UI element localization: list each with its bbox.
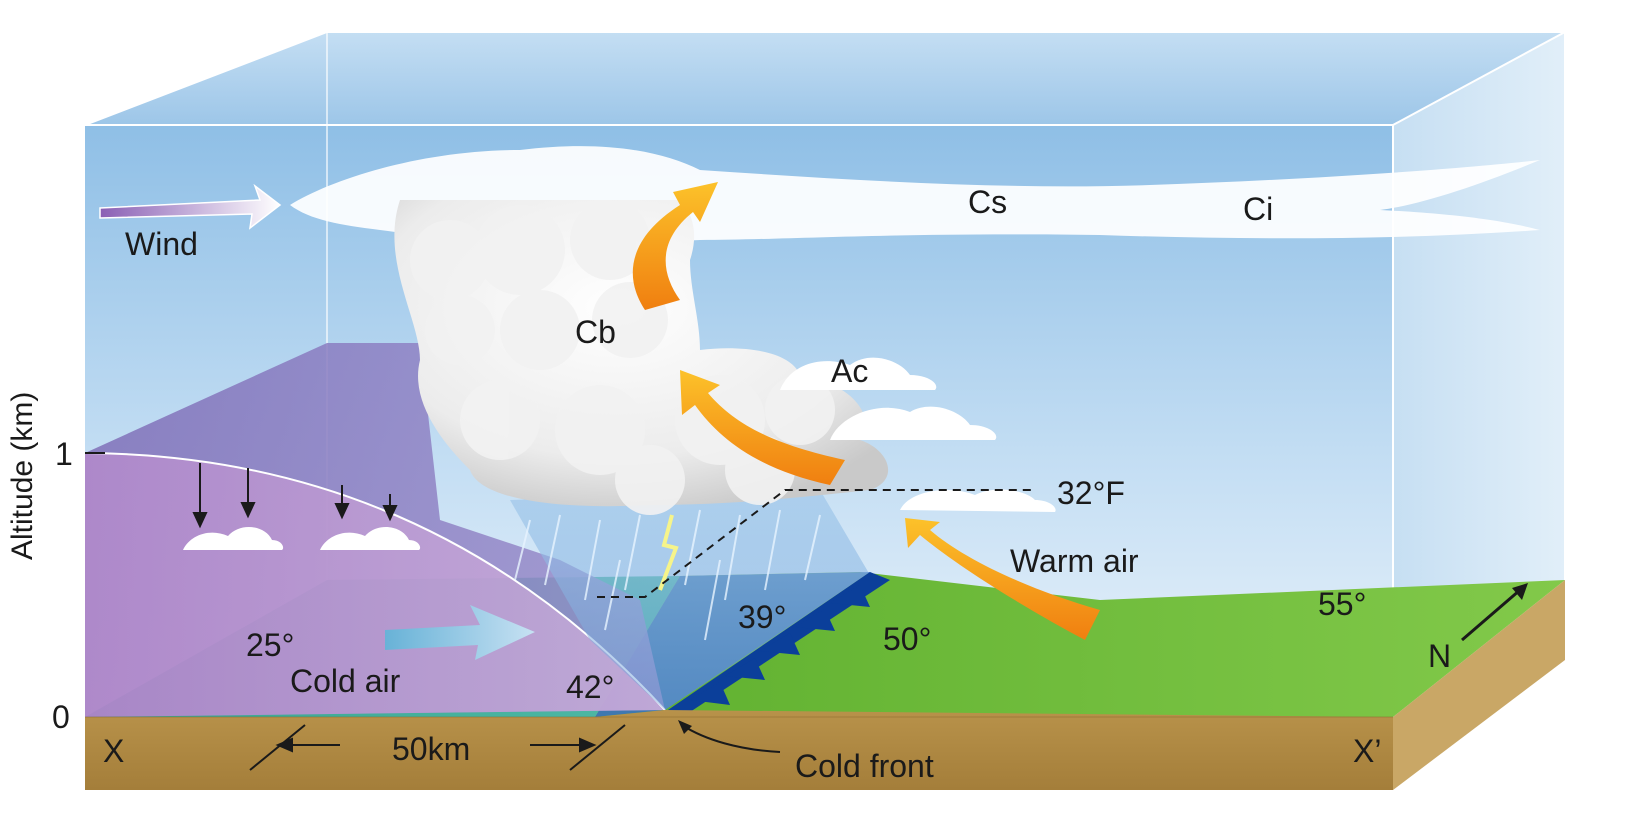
altitude-tick-1-label: 1: [55, 436, 73, 472]
freezing-level-label: 32°F: [1057, 475, 1125, 511]
soil-right-face: [1393, 580, 1565, 790]
north-arrow: [1461, 583, 1528, 642]
temp-39-label: 39°: [738, 599, 786, 635]
distance-label: 50km: [392, 731, 470, 767]
sinking-air-arrows: [192, 463, 398, 529]
x-right-label: X’: [1353, 733, 1381, 769]
cold-air-label: Cold air: [290, 663, 401, 699]
altitude-tick-0-label: 0: [52, 699, 70, 735]
temp-55-label: 55°: [1318, 586, 1366, 622]
ac-label: Ac: [831, 353, 868, 389]
cold-air-mass-wedge: [85, 453, 665, 717]
north-label: N: [1428, 638, 1451, 674]
cold-front-symbol: [665, 572, 890, 712]
distance-markers: [249, 724, 626, 771]
cold-front-pointer-head: [678, 720, 692, 734]
box-top-face: [85, 32, 1565, 125]
warm-air-arrows: [632, 182, 1100, 640]
soil-front-face: [85, 710, 1393, 790]
small-clouds: [183, 526, 421, 550]
cb-label: Cb: [575, 314, 616, 350]
cold-front-pointer: [681, 724, 781, 753]
cold-front-label: Cold front: [795, 748, 934, 784]
temp-42-label: 42°: [566, 669, 614, 705]
warm-air-label: Warm air: [1010, 543, 1139, 579]
rain-streaks: [514, 509, 821, 641]
cs-label: Cs: [968, 184, 1007, 220]
wind-arrow: [99, 183, 282, 230]
temp-50-label: 50°: [883, 621, 931, 657]
altitude-axis-title: Altitude (km): [6, 392, 39, 560]
altocumulus-clouds: [780, 357, 1056, 512]
wind-label: Wind: [125, 226, 198, 262]
ci-label: Ci: [1243, 191, 1273, 227]
rain-shaft: [510, 490, 870, 710]
x-left-label: X: [103, 733, 124, 769]
box-right-face: [1393, 32, 1565, 640]
temp-25-label: 25°: [246, 627, 294, 663]
cold-air-arrow: [385, 605, 535, 660]
lightning-bolt: [658, 514, 679, 591]
